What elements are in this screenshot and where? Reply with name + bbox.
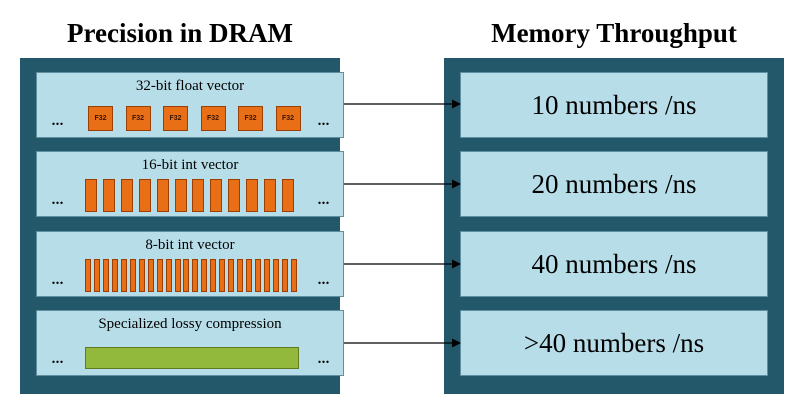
int-cell [85,259,91,292]
ellipsis-right: ... [317,108,330,130]
int-cell [210,179,223,212]
int-cell [129,259,136,292]
int-cell [85,179,97,212]
int-cell [246,259,253,292]
throughput-16bit: 20 numbers /ns [460,151,768,217]
ellipsis-left: ... [51,346,64,368]
left-title: Precision in DRAM [67,18,293,48]
int-cell [183,259,190,292]
f32-cell: F32 [275,106,301,131]
compressed-block [85,347,299,369]
int-cell [120,259,127,292]
int-cell [120,179,133,212]
int-cell [281,259,288,292]
int-cell [138,179,151,212]
row-8bit-int: 8-bit int vector ... ... [36,231,344,297]
int-cell [264,259,270,292]
int-cell [255,259,262,292]
int-cell [246,179,259,212]
throughput-8bit: 40 numbers /ns [460,231,768,297]
throughput-32bit: 10 numbers /ns [460,72,768,138]
int-cell [102,179,115,212]
int-cell [237,259,244,292]
row-label-32bit: 32-bit float vector [135,78,245,94]
int16-cells [37,152,343,216]
ellipsis-right: ... [317,267,330,289]
int-cell [111,259,118,292]
int-cell [228,259,235,292]
f32-cell: F32 [163,106,188,131]
f32-cell: F32 [200,106,226,131]
int-cell [156,179,169,212]
ellipsis-left: ... [51,108,64,130]
int-cell [156,259,163,292]
int-cell [138,259,145,292]
int-cell [93,259,100,292]
int-cell [210,259,217,292]
row-16bit-int: 16-bit int vector ... ... [36,151,344,217]
int-cell [174,179,187,212]
row-lossy-compression: Specialized lossy compression ... ... [36,310,344,376]
int8-cells [37,232,343,296]
throughput-compression: >40 numbers /ns [460,310,768,376]
int-cell [290,259,297,292]
f32-cells: F32 F32 F32 F32 F32 F32 [37,73,343,137]
int-cell [228,179,241,212]
int-cell [281,179,294,212]
ellipsis-right: ... [317,187,330,209]
int-cell [165,259,172,292]
f32-cell: F32 [238,106,263,131]
int-cell [272,259,279,292]
int-cell [201,259,208,292]
int-cell [219,259,226,292]
ellipsis-right: ... [317,346,330,368]
int-cell [174,259,181,292]
ellipsis-left: ... [51,267,64,289]
f32-cell: F32 [88,106,113,131]
ellipsis-left: ... [51,187,64,209]
f32-cell: F32 [125,106,151,131]
int-cell [102,259,109,292]
int-cell [192,259,199,292]
int-cell [147,259,154,292]
right-title: Memory Throughput [491,18,737,48]
row-label-compression: Specialized lossy compression [98,316,282,332]
int-cell [264,179,276,212]
row-label-16bit: 16-bit int vector [141,157,239,173]
int-cell [192,179,205,212]
row-label-8bit: 8-bit int vector [145,237,235,253]
